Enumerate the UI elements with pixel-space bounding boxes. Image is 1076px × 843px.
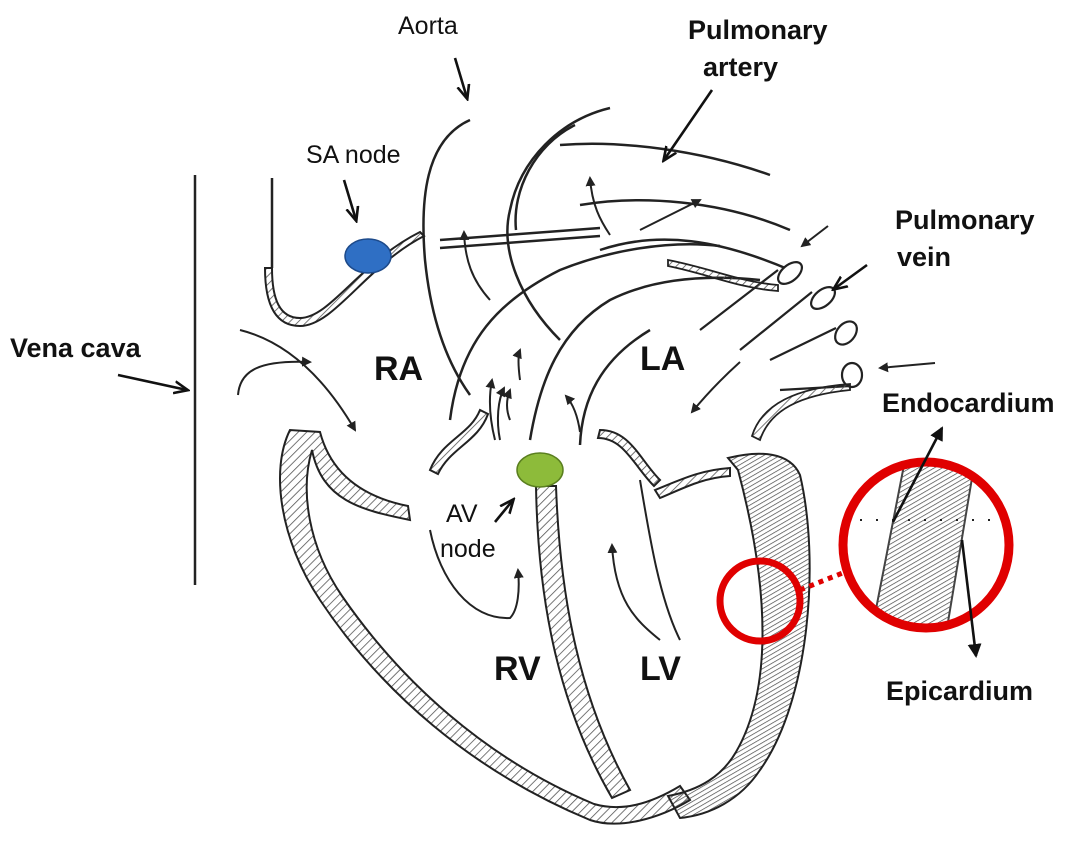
label-vena-cava: Vena cava xyxy=(10,333,141,364)
label-pulmonary-vein-2: vein xyxy=(897,242,951,273)
label-lv: LV xyxy=(640,650,681,689)
label-sa-node: SA node xyxy=(306,141,401,170)
av-node xyxy=(517,453,563,487)
label-pulmonary-artery-2: artery xyxy=(703,52,778,83)
right-ventricle-wall xyxy=(280,430,690,824)
vena-cava-walls xyxy=(195,175,272,585)
label-av-node-2: node xyxy=(440,535,496,564)
label-endocardium: Endocardium xyxy=(882,388,1055,419)
label-av-node-1: AV xyxy=(446,500,478,529)
left-atrium-wall xyxy=(668,260,850,440)
septum xyxy=(536,486,630,798)
label-aorta: Aorta xyxy=(398,12,458,41)
right-atrium-upper-wall xyxy=(265,232,424,326)
label-rv: RV xyxy=(494,650,541,689)
label-la: LA xyxy=(640,340,685,379)
label-arrows xyxy=(118,58,867,522)
label-pulmonary-artery-1: Pulmonary xyxy=(688,15,828,46)
label-epicardium: Epicardium xyxy=(886,676,1033,707)
label-ra: RA xyxy=(374,350,423,389)
sa-node xyxy=(345,239,391,273)
label-pulmonary-vein-1: Pulmonary xyxy=(895,205,1035,236)
